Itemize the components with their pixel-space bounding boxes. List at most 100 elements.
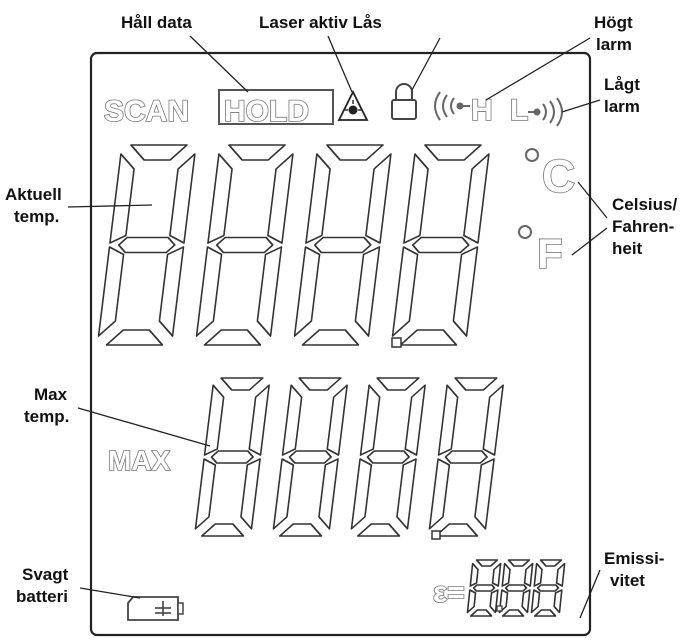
digit-segment bbox=[555, 562, 566, 587]
high-alarm-leader bbox=[485, 37, 591, 101]
fahrenheit-leader bbox=[571, 227, 608, 256]
digit-segment bbox=[210, 450, 254, 464]
hold-box bbox=[218, 89, 334, 125]
digit-segment bbox=[169, 153, 196, 244]
digit-segment bbox=[293, 246, 321, 337]
digit-segment bbox=[404, 384, 426, 456]
digit-segment bbox=[469, 562, 479, 587]
digit-segment bbox=[117, 236, 176, 254]
seven-segment-digit bbox=[97, 144, 196, 346]
digit-segment bbox=[472, 584, 496, 592]
current-temp-digits bbox=[97, 144, 490, 346]
laser-leader bbox=[327, 35, 353, 93]
seven-segment-digit bbox=[428, 377, 504, 537]
digit-segment bbox=[194, 458, 217, 530]
seven-segment-digit bbox=[466, 559, 502, 617]
digit-segment bbox=[200, 523, 245, 537]
current-temp-callout-1: Aktuell bbox=[5, 185, 62, 204]
emissivity-indicator: ε= bbox=[433, 576, 465, 609]
digit-segment bbox=[533, 609, 557, 617]
hold-leader bbox=[189, 35, 249, 93]
digit-segment bbox=[391, 246, 419, 337]
digit-segment bbox=[281, 384, 303, 456]
high-alarm-callout-1: Högt bbox=[594, 13, 633, 32]
max-decimal-point bbox=[431, 530, 441, 540]
digit-segment bbox=[424, 144, 482, 161]
digit-segment bbox=[256, 246, 283, 337]
digit-segment bbox=[396, 458, 417, 530]
digit-segment bbox=[475, 559, 499, 567]
low-alarm-indicator: L bbox=[510, 94, 528, 127]
digit-segment bbox=[501, 562, 511, 587]
digit-segment bbox=[553, 589, 563, 614]
digit-segment bbox=[536, 584, 560, 592]
digit-segment bbox=[203, 329, 262, 346]
current-temp-leader bbox=[67, 204, 153, 208]
digit-segment bbox=[365, 153, 392, 244]
digit-segment bbox=[158, 246, 185, 337]
digit-segment bbox=[272, 458, 295, 530]
high-alarm-icon bbox=[434, 91, 470, 121]
digit-segment bbox=[195, 246, 223, 337]
low-battery-callout-2: batteri bbox=[16, 587, 68, 606]
emissivity-callout-2: vitet bbox=[610, 571, 645, 590]
digit-segment bbox=[399, 329, 458, 346]
digit-segment bbox=[326, 144, 384, 161]
laser-lock-callout: Laser aktiv Lås bbox=[259, 13, 382, 32]
digit-segment bbox=[248, 384, 270, 456]
low-battery-callout-1: Svagt bbox=[22, 565, 69, 584]
digit-segment bbox=[501, 609, 525, 617]
emis-decimal-point bbox=[496, 605, 503, 612]
digit-segment bbox=[444, 450, 488, 464]
celsius-indicator: C bbox=[542, 150, 575, 202]
fahrenheit-indicator: F bbox=[537, 230, 563, 277]
unit-callout-1: Celsius/ bbox=[612, 195, 677, 214]
digit-segment bbox=[482, 384, 504, 456]
celsius-leader bbox=[577, 181, 608, 219]
digit-segment bbox=[207, 153, 233, 244]
lock-leader bbox=[411, 37, 441, 91]
digit-segment bbox=[403, 153, 429, 244]
digit-segment bbox=[463, 153, 490, 244]
digit-segment bbox=[313, 236, 372, 254]
seven-segment-digit bbox=[350, 377, 426, 537]
digit-segment bbox=[301, 329, 360, 346]
digit-segment bbox=[533, 562, 543, 587]
digit-segment bbox=[491, 562, 502, 587]
seven-segment-digit bbox=[194, 377, 270, 537]
digit-segment bbox=[454, 377, 498, 391]
seven-segment-digit bbox=[498, 559, 534, 617]
digit-segment bbox=[105, 329, 164, 346]
digit-segment bbox=[109, 153, 135, 244]
low-alarm-leader bbox=[561, 99, 601, 113]
max-temp-callout-1: Max bbox=[34, 385, 68, 404]
max-temp-callout-2: temp. bbox=[24, 407, 69, 426]
digit-segment bbox=[220, 377, 264, 391]
unit-callout-2: Fahren- bbox=[612, 217, 674, 236]
digit-segment bbox=[318, 458, 339, 530]
big-decimal-point bbox=[391, 337, 402, 348]
digit-segment bbox=[288, 450, 332, 464]
digit-segment bbox=[428, 458, 451, 530]
seven-segment-digit bbox=[391, 144, 490, 346]
digit-segment bbox=[489, 589, 499, 614]
emissivity-leader bbox=[579, 569, 601, 619]
digit-segment bbox=[350, 458, 373, 530]
digit-segment bbox=[411, 236, 470, 254]
hold-indicator: HOLD bbox=[224, 95, 309, 128]
emissivity-digits bbox=[466, 559, 566, 617]
battery-icon bbox=[127, 596, 184, 621]
digit-segment bbox=[376, 377, 420, 391]
lock-icon bbox=[391, 83, 417, 120]
emissivity-callout-1: Emissi- bbox=[604, 549, 664, 568]
digit-segment bbox=[215, 236, 274, 254]
digit-segment bbox=[521, 589, 531, 614]
digit-segment bbox=[359, 384, 381, 456]
digit-segment bbox=[228, 144, 286, 161]
low-alarm-callout-1: Lågt bbox=[604, 75, 640, 94]
digit-segment bbox=[452, 246, 479, 337]
digit-segment bbox=[267, 153, 294, 244]
current-temp-callout-2: temp. bbox=[14, 207, 59, 226]
digit-segment bbox=[356, 523, 401, 537]
celsius-unit: C bbox=[525, 148, 576, 203]
